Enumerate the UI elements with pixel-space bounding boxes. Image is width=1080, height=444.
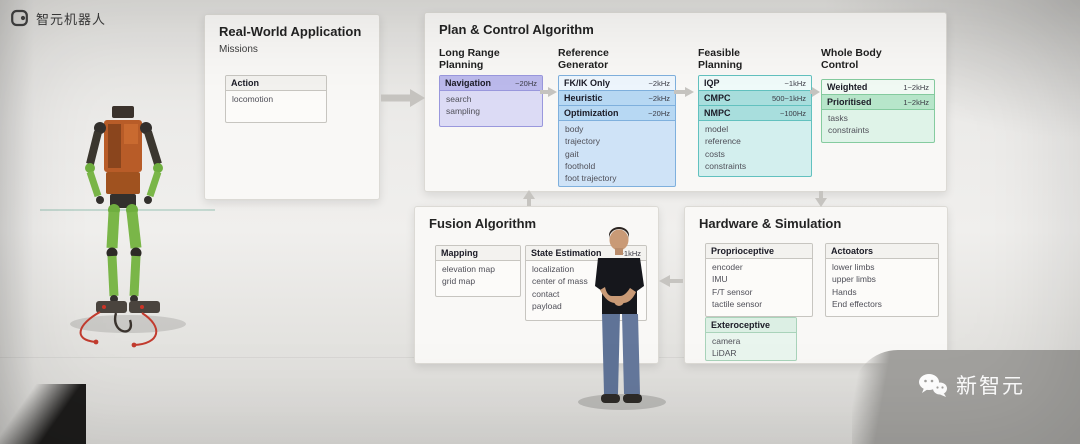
navigation-items: search sampling: [446, 94, 481, 117]
nmpc-rate: ~100Hz: [779, 109, 806, 118]
actuators-header: Actoators: [826, 244, 938, 259]
plan-control-title: Plan & Control Algorithm: [439, 22, 594, 37]
exteroceptive-header: Exteroceptive: [706, 318, 796, 333]
exteroceptive-box: Exteroceptive camera LiDAR: [705, 317, 797, 361]
prioritised-rate: 1~2kHz: [903, 98, 929, 107]
proprioceptive-header: Proprioceptive: [706, 244, 812, 259]
actuators-box: Actoators lower limbs upper limbs Hands …: [825, 243, 939, 317]
prioritised-header: Prioritised 1~2kHz: [822, 95, 934, 110]
real-world-title: Real-World Application: [219, 24, 362, 39]
prioritised-title: Prioritised: [827, 97, 872, 107]
navigation-header: Navigation ~20Hz: [440, 76, 542, 91]
prioritised-items: tasks constraints: [828, 113, 870, 136]
actuators-items: lower limbs upper limbs Hands End effect…: [832, 262, 882, 309]
cmpc-rate: 500~1kHz: [772, 94, 806, 103]
proprioceptive-box: Proprioceptive encoder IMU F/T sensor ta…: [705, 243, 813, 317]
mapping-header: Mapping: [436, 246, 520, 261]
fkik-header: FK/IK Only ~2kHz: [559, 76, 675, 91]
robot-cable: [113, 312, 133, 333]
reference-generator-heading: Reference Generator: [558, 47, 609, 72]
fkik-title: FK/IK Only: [564, 78, 611, 88]
robot-visualization: [40, 106, 215, 348]
brand-name: 智元机器人: [36, 11, 107, 27]
state-estimation-title: State Estimation: [531, 248, 602, 258]
exteroceptive-title: Exteroceptive: [711, 320, 771, 330]
mapping-title: Mapping: [441, 248, 478, 258]
optimization-rate: ~20Hz: [648, 109, 670, 118]
presenter-shoes: [601, 394, 620, 403]
real-world-subtitle: Missions: [219, 44, 258, 55]
hardware-simulation-panel: Hardware & Simulation Proprioceptive enc…: [684, 206, 948, 364]
long-range-planning-heading: Long Range Planning: [439, 47, 500, 72]
action-header: Action: [226, 76, 326, 91]
iqp-title: IQP: [704, 78, 720, 88]
nmpc-items: model reference costs constraints: [705, 124, 747, 171]
optimization-items: body trajectory gait foothold foot traje…: [565, 124, 617, 184]
agibot-logo-icon: [11, 9, 28, 27]
fusion-algorithm-panel: Fusion Algorithm Mapping elevation map g…: [414, 206, 659, 364]
hardware-title: Hardware & Simulation: [699, 216, 842, 231]
iqp-header: IQP ~1kHz: [699, 76, 811, 91]
watermark: 新智元: [918, 370, 1025, 400]
reference-generator-box: FK/IK Only ~2kHz Heuristic ~2kHz Optimiz…: [558, 75, 676, 187]
watermark-text: 新智元: [956, 375, 1025, 398]
feasible-planning-box: IQP ~1kHz CMPC 500~1kHz NMPC ~100Hz mode…: [698, 75, 812, 177]
weighted-title: Weighted: [827, 82, 868, 92]
proprioceptive-title: Proprioceptive: [711, 246, 775, 256]
action-box: Action locomotion: [225, 75, 327, 123]
plan-control-panel: Plan & Control Algorithm Long Range Plan…: [424, 12, 947, 192]
state-estimation-box: State Estimation ~1kHz localization cent…: [525, 245, 647, 321]
nmpc-header: NMPC ~100Hz: [699, 106, 811, 121]
proprioceptive-items: encoder IMU F/T sensor tactile sensor: [712, 262, 763, 309]
stage-edge-dark-corner: [0, 384, 86, 444]
action-items: locomotion: [232, 94, 274, 104]
actuators-title: Actoators: [831, 246, 874, 256]
navigation-rate: ~20Hz: [515, 79, 537, 88]
optimization-title: Optimization: [564, 108, 619, 118]
wechat-icon: [919, 374, 947, 397]
cmpc-title: CMPC: [704, 93, 731, 103]
action-title: Action: [231, 78, 259, 88]
optimization-header: Optimization ~20Hz: [559, 106, 675, 121]
presenter-shadow: [578, 394, 666, 410]
weighted-rate: 1~2kHz: [903, 83, 929, 92]
state-estimation-header: State Estimation ~1kHz: [526, 246, 646, 261]
whole-body-control-box: Weighted 1~2kHz Prioritised 1~2kHz tasks…: [821, 79, 935, 143]
mapping-items: elevation map grid map: [442, 264, 495, 287]
weighted-header: Weighted 1~2kHz: [822, 80, 934, 95]
robot-shadow: [70, 315, 186, 333]
state-estimation-items: localization center of mass contact payl…: [532, 264, 588, 311]
fkik-rate: ~2kHz: [648, 79, 670, 88]
navigation-title: Navigation: [445, 78, 492, 88]
iqp-rate: ~1kHz: [784, 79, 806, 88]
heuristic-rate: ~2kHz: [648, 94, 670, 103]
nmpc-title: NMPC: [704, 108, 731, 118]
robot-cable: [79, 311, 101, 343]
exteroceptive-items: camera LiDAR: [712, 336, 741, 359]
state-estimation-rate: ~1kHz: [619, 249, 641, 258]
stage-shadow-left: [0, 0, 34, 444]
brand-logo: 智元机器人: [10, 8, 106, 28]
fusion-title: Fusion Algorithm: [429, 216, 537, 231]
robot-cable: [133, 312, 158, 346]
heuristic-title: Heuristic: [564, 93, 603, 103]
cmpc-header: CMPC 500~1kHz: [699, 91, 811, 106]
mapping-box: Mapping elevation map grid map: [435, 245, 521, 297]
heuristic-header: Heuristic ~2kHz: [559, 91, 675, 106]
whole-body-control-heading: Whole Body Control: [821, 47, 882, 72]
navigation-box: Navigation ~20Hz search sampling: [439, 75, 543, 127]
real-world-application-panel: Real-World Application Missions Action l…: [204, 14, 380, 200]
feasible-planning-heading: Feasible Planning: [698, 47, 743, 72]
